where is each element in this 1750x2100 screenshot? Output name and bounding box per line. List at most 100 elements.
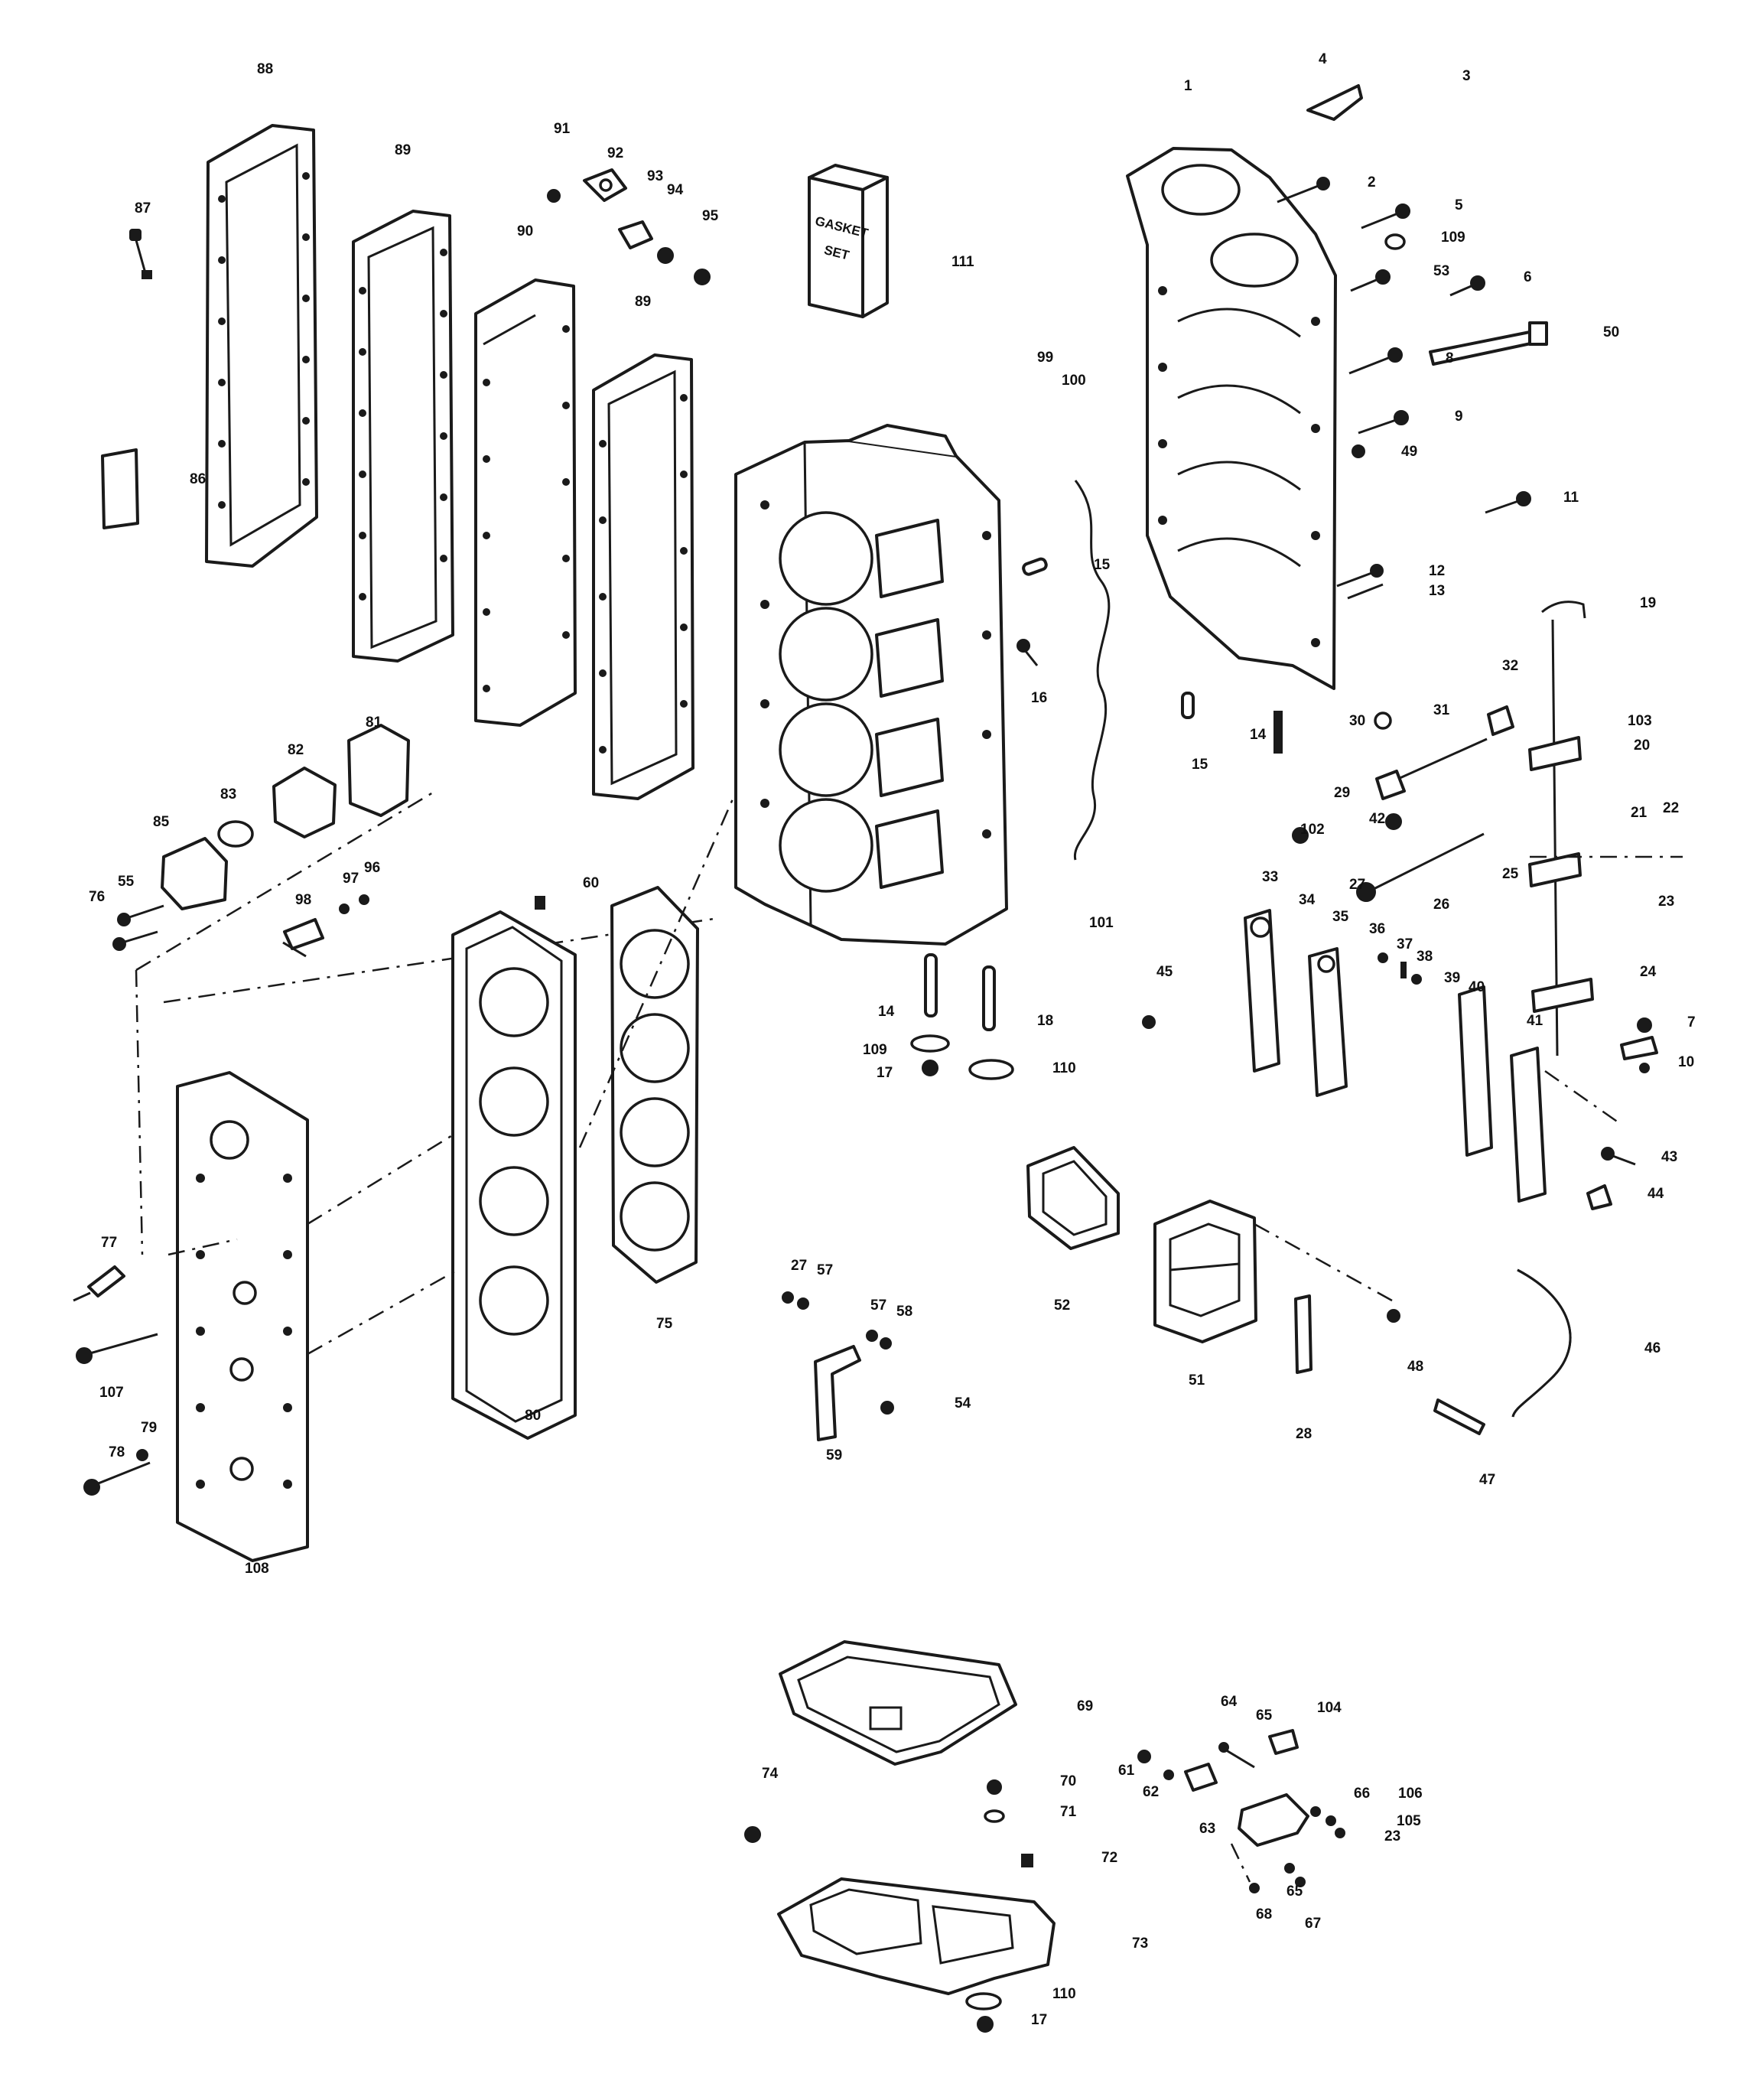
callout-40: 40 (1469, 979, 1485, 995)
callout-23: 23 (1384, 1828, 1400, 1844)
callout-64: 64 (1221, 1694, 1238, 1710)
callout-47: 47 (1479, 1472, 1495, 1488)
callout-37: 37 (1397, 936, 1413, 952)
callout-104: 104 (1317, 1700, 1342, 1716)
callout-15: 15 (1094, 557, 1111, 573)
head-gasket-75 (610, 886, 699, 1284)
callout-110: 110 (1052, 1060, 1076, 1076)
callout-54: 54 (955, 1395, 971, 1411)
callout-7: 7 (1687, 1014, 1696, 1030)
callout-2: 2 (1368, 174, 1376, 190)
callout-81: 81 (366, 715, 382, 731)
callout-48: 48 (1407, 1359, 1423, 1375)
callout-103: 103 (1628, 713, 1652, 729)
studs-and-washers (910, 953, 1014, 1080)
throttle-linkage-rod-19 (1528, 601, 1683, 1057)
callout-66: 66 (1354, 1786, 1370, 1802)
callout-58: 58 (896, 1304, 912, 1320)
callout-61: 61 (1118, 1763, 1135, 1779)
callout-71: 71 (1060, 1804, 1077, 1820)
water-cover-108 (176, 795, 736, 1562)
callout-46: 46 (1644, 1340, 1661, 1356)
callout-4: 4 (1319, 51, 1327, 67)
gasket-set-box-111: GASKET SET (808, 164, 889, 318)
callout-92: 92 (607, 145, 623, 161)
callout-69: 69 (1077, 1698, 1093, 1714)
callout-23: 23 (1658, 894, 1674, 910)
callout-82: 82 (288, 742, 304, 758)
reed-stop-28-screw-48 (1254, 1223, 1400, 1374)
callout-86: 86 (190, 471, 206, 487)
callout-91: 91 (554, 121, 571, 137)
callout-60: 60 (583, 875, 599, 891)
cylinder-head-80 (451, 896, 577, 1440)
callout-19: 19 (1640, 595, 1656, 611)
callout-52: 52 (1054, 1297, 1070, 1314)
callout-89: 89 (395, 142, 411, 158)
callout-76: 76 (89, 889, 105, 905)
callout-15: 15 (1192, 757, 1208, 773)
callout-105: 105 (1397, 1813, 1421, 1829)
callout-34: 34 (1299, 892, 1316, 908)
callout-1: 1 (1184, 78, 1192, 94)
intake-gasket-52 (1026, 1146, 1120, 1250)
callout-57: 57 (817, 1262, 833, 1278)
crankcase-bolts (1277, 84, 1548, 600)
callout-5: 5 (1455, 197, 1463, 213)
callout-88: 88 (257, 61, 273, 77)
callout-73: 73 (1132, 1936, 1148, 1952)
callout-107: 107 (99, 1385, 124, 1401)
callout-35: 35 (1332, 909, 1349, 925)
callout-18: 18 (1037, 1013, 1053, 1029)
callout-11: 11 (1563, 490, 1579, 506)
callout-41: 41 (1527, 1013, 1543, 1029)
callout-14: 14 (878, 1004, 895, 1020)
callout-70: 70 (1060, 1773, 1076, 1789)
callout-109: 109 (863, 1042, 887, 1058)
callout-111: 111 (951, 254, 974, 270)
callout-93: 93 (647, 168, 663, 184)
reed-block-51 (1153, 1200, 1257, 1343)
callout-14: 14 (1250, 727, 1267, 743)
callout-24: 24 (1640, 964, 1657, 980)
gasket-69 (779, 1640, 1017, 1766)
callout-9: 9 (1455, 409, 1463, 425)
callout-87: 87 (135, 200, 151, 217)
callout-74: 74 (762, 1766, 779, 1782)
callout-65: 65 (1256, 1708, 1273, 1724)
callout-8: 8 (1446, 350, 1454, 366)
crankcase-half-1 (1126, 147, 1337, 690)
hose-101 (1073, 480, 1111, 861)
callout-31: 31 (1433, 702, 1450, 718)
callout-10: 10 (1678, 1054, 1694, 1070)
callout-106: 106 (1398, 1786, 1423, 1802)
exhaust-adapter-plate-73 (777, 1877, 1056, 2033)
callout-50: 50 (1603, 324, 1619, 340)
callout-16: 16 (1031, 690, 1047, 706)
callout-83: 83 (220, 786, 236, 803)
callout-33: 33 (1262, 869, 1278, 885)
outer-exhaust-cover-88 (205, 124, 318, 568)
callout-20: 20 (1634, 737, 1650, 754)
callout-42: 42 (1369, 811, 1385, 827)
callout-13: 13 (1429, 583, 1445, 599)
callout-27: 27 (791, 1258, 807, 1274)
callout-25: 25 (1502, 866, 1519, 882)
callout-55: 55 (118, 874, 135, 890)
fasteners-70-72 (744, 1779, 1033, 1867)
link-parts-29-32 (1292, 705, 1514, 902)
callout-89: 89 (635, 294, 651, 310)
callout-75: 75 (656, 1316, 673, 1332)
callout-79: 79 (141, 1420, 157, 1436)
callout-97: 97 (343, 871, 359, 887)
callout-85: 85 (153, 814, 170, 830)
callout-51: 51 (1189, 1372, 1205, 1389)
callout-108: 108 (245, 1561, 269, 1577)
exhaust-baffle-plate-90 (474, 278, 577, 727)
callout-65: 65 (1286, 1883, 1303, 1900)
callout-78: 78 (109, 1444, 125, 1460)
callout-59: 59 (826, 1447, 842, 1463)
screw-87 (129, 229, 152, 279)
callout-43: 43 (1661, 1149, 1677, 1165)
